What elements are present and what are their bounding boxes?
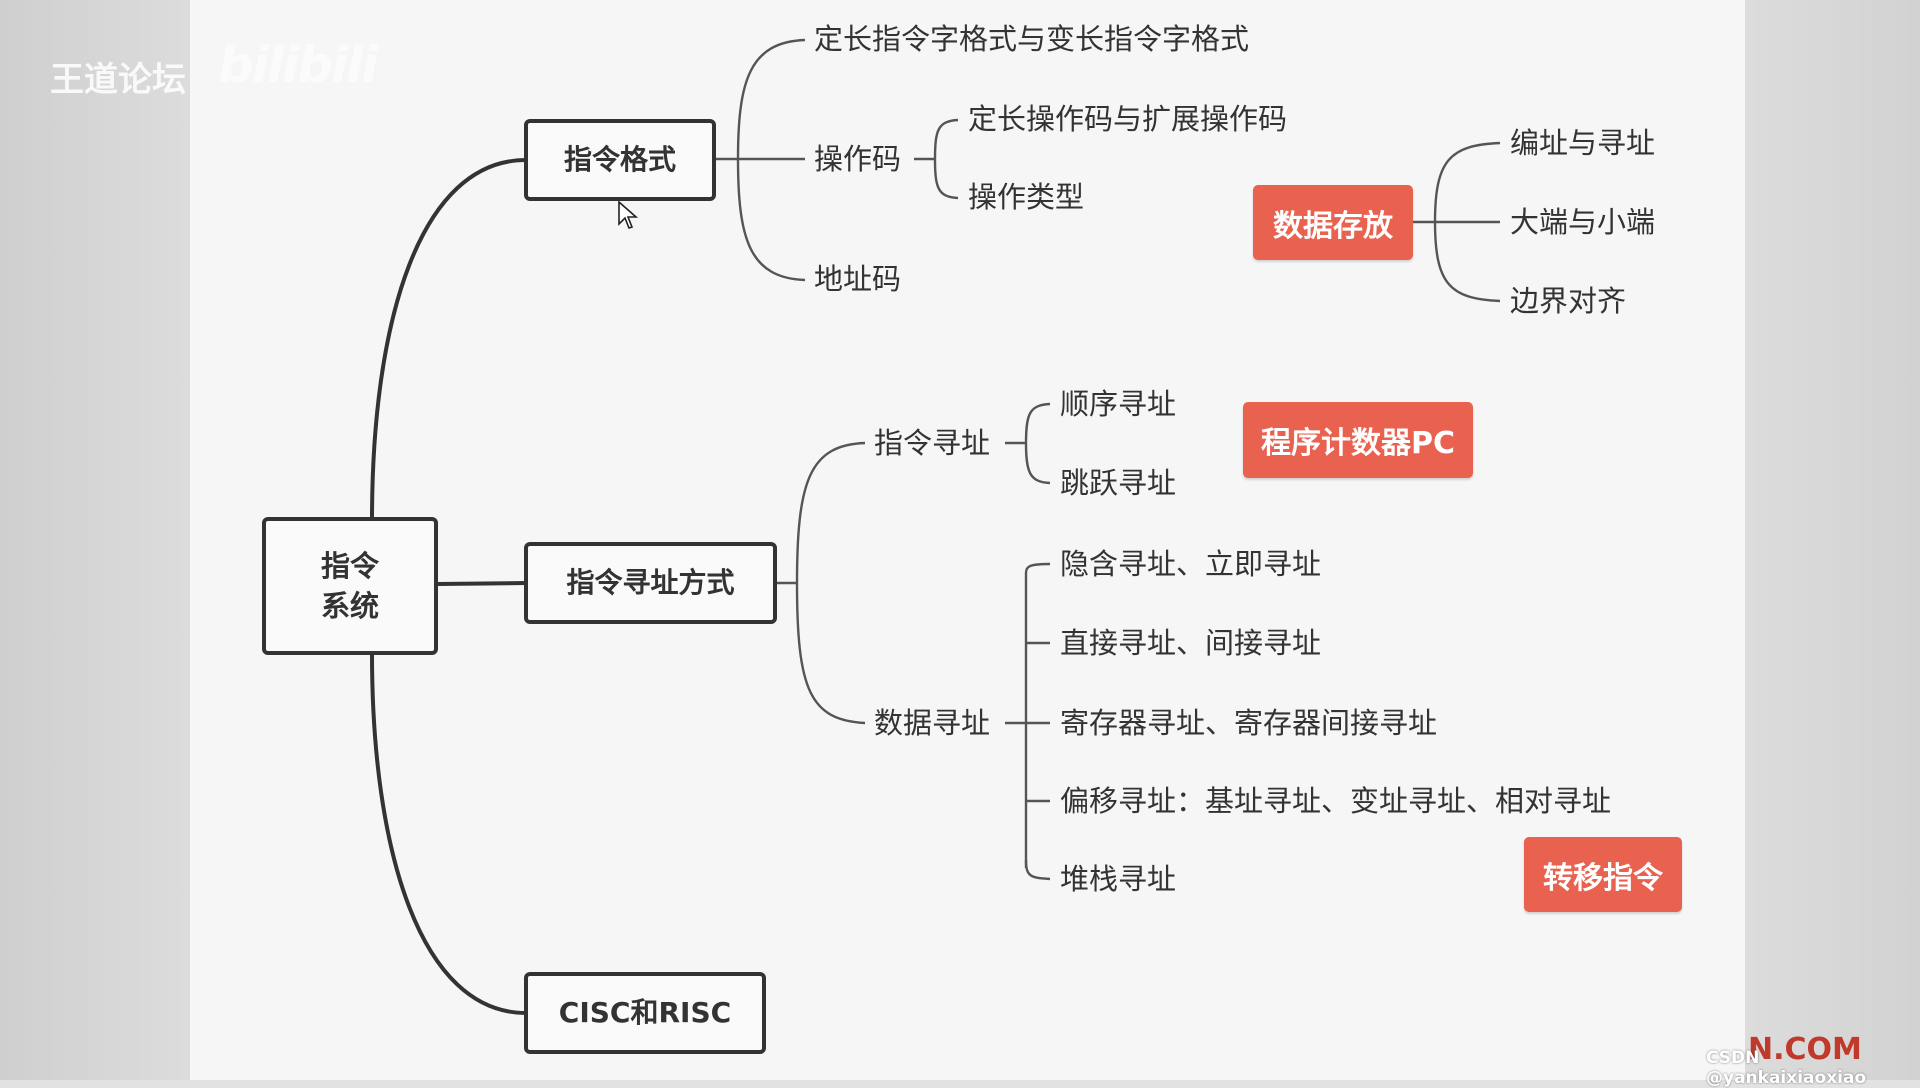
mindmap-canvas bbox=[190, 0, 1745, 1080]
left-margin bbox=[0, 0, 190, 1080]
program-counter-tag[interactable]: 程序计数器PC bbox=[1243, 402, 1473, 478]
bilibili-logo: bilibili bbox=[218, 36, 378, 94]
transfer-instruction-tag[interactable]: 转移指令 bbox=[1524, 837, 1682, 912]
sequential-addressing-item: 顺序寻址 bbox=[1060, 387, 1177, 421]
link-addr-data bbox=[795, 582, 866, 725]
storage-child-1: 编址与寻址 bbox=[1510, 126, 1656, 160]
link-instr-seq bbox=[1024, 402, 1051, 444]
link-instr-jump bbox=[1024, 442, 1051, 485]
link-addr-instr bbox=[795, 441, 866, 584]
link-root-isa bbox=[370, 653, 527, 1015]
addressing-mode-node[interactable]: 指令寻址方式 bbox=[524, 542, 777, 624]
data-addressing-child-1: 隐含寻址、立即寻址 bbox=[1060, 547, 1322, 581]
data-addressing-child-4: 偏移寻址：基址寻址、变址寻址、相对寻址 bbox=[1060, 784, 1612, 818]
brand-watermark: 王道论坛 bbox=[50, 60, 186, 100]
link-data-c1 bbox=[1024, 562, 1051, 574]
link-format-address bbox=[736, 158, 806, 282]
author-watermark: CSDN @yankaixiaoxiao bbox=[1706, 1048, 1867, 1088]
data-addressing-item: 数据寻址 bbox=[874, 706, 991, 740]
corner-watermark: N.COM bbox=[1748, 1032, 1862, 1067]
root-label-line1: 指令 bbox=[320, 549, 379, 583]
address-code-item: 地址码 bbox=[814, 262, 902, 296]
link-opcode-types bbox=[933, 158, 959, 200]
opcode-types-item: 操作类型 bbox=[968, 180, 1085, 214]
data-addressing-child-2: 直接寻址、间接寻址 bbox=[1060, 626, 1322, 660]
data-addressing-child-3: 寄存器寻址、寄存器间接寻址 bbox=[1060, 706, 1438, 740]
link-root-addressing bbox=[436, 581, 527, 586]
opcode-item: 操作码 bbox=[814, 142, 902, 176]
cisc-risc-node[interactable]: CISC和RISC bbox=[524, 972, 766, 1054]
data-addressing-child-5: 堆栈寻址 bbox=[1060, 862, 1177, 896]
link-data-c5 bbox=[1024, 859, 1051, 881]
storage-child-3: 边界对齐 bbox=[1510, 284, 1627, 318]
storage-child-2: 大端与小端 bbox=[1510, 205, 1656, 239]
link-opcode-fixed bbox=[933, 118, 959, 160]
right-margin bbox=[1745, 0, 1920, 1080]
jump-addressing-item: 跳跃寻址 bbox=[1060, 466, 1177, 500]
instruction-addressing-item: 指令寻址 bbox=[874, 426, 991, 460]
data-storage-tag[interactable]: 数据存放 bbox=[1253, 185, 1413, 260]
root-node[interactable]: 指令 系统 bbox=[262, 517, 438, 655]
mouse-pointer-icon bbox=[618, 200, 639, 229]
instruction-format-node[interactable]: 指令格式 bbox=[524, 119, 716, 201]
root-label-line2: 系统 bbox=[320, 589, 379, 623]
link-root-format bbox=[370, 158, 527, 521]
format-length-item: 定长指令字格式与变长指令字格式 bbox=[814, 22, 1250, 56]
opcode-fixed-extended-item: 定长操作码与扩展操作码 bbox=[968, 102, 1288, 136]
link-storage-c3 bbox=[1433, 221, 1501, 303]
link-format-length bbox=[736, 38, 806, 160]
link-storage-c1 bbox=[1433, 141, 1501, 223]
